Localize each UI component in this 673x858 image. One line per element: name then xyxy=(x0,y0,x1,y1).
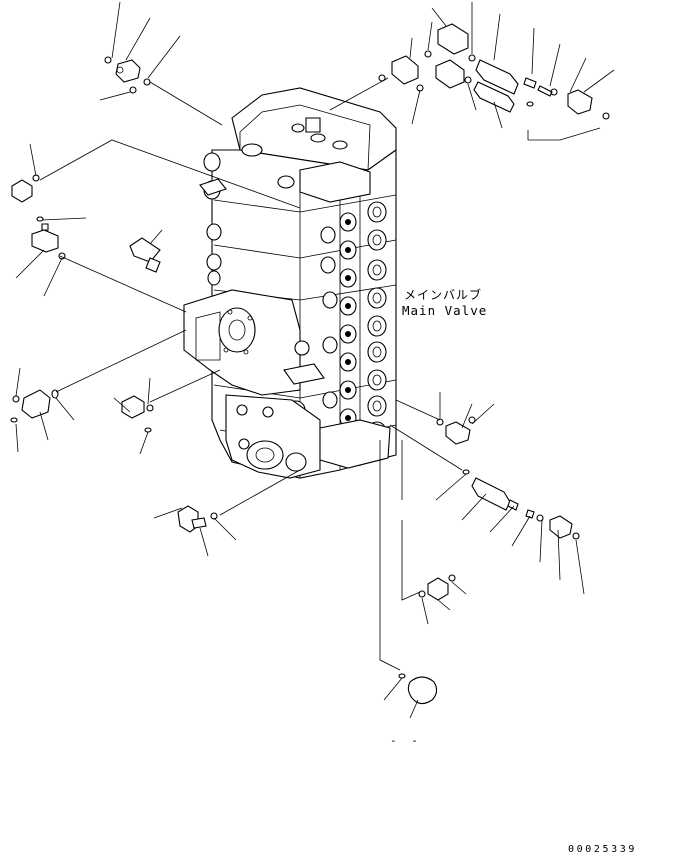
figure-marker: - - xyxy=(390,734,422,747)
elbow-lower-center xyxy=(113,377,154,455)
elbow-bottom xyxy=(153,505,237,557)
figure-number: 00025339 xyxy=(568,844,637,855)
elbow-left xyxy=(15,216,87,297)
fitting-top-left xyxy=(99,1,181,101)
plug-left-upper xyxy=(11,143,40,203)
sensor-fitting xyxy=(129,229,163,273)
assembly-label-japanese: メインバルブ xyxy=(404,288,483,302)
fitting-right-middle xyxy=(435,392,585,595)
fitting-lower-left xyxy=(10,367,75,453)
assembly-label-english: Main Valve xyxy=(402,303,488,318)
leader-lines xyxy=(39,77,601,671)
connector-lower xyxy=(418,574,467,625)
check-valve-top xyxy=(473,13,615,129)
fittings xyxy=(10,1,615,719)
plug-bottom xyxy=(383,673,438,719)
fitting-top-right-a xyxy=(378,21,433,85)
fitting-top-right-b xyxy=(411,2,477,125)
main-valve-body xyxy=(183,87,397,479)
